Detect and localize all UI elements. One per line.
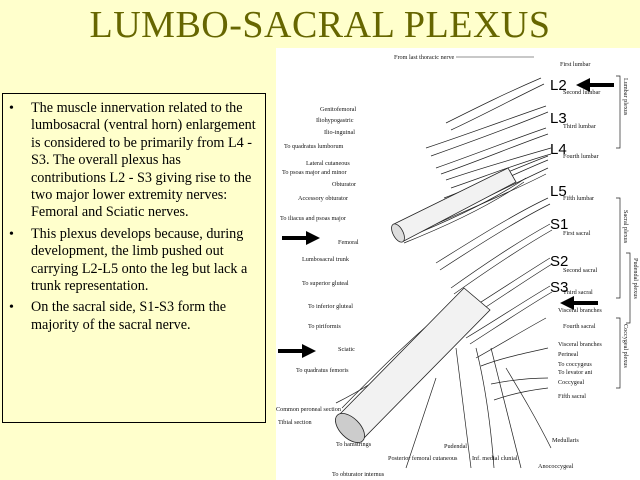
bullet-list: •The muscle innervation related to the l… bbox=[3, 94, 265, 334]
label-coccygeal-plexus: Coccygeal plexus bbox=[622, 324, 629, 368]
label-to-psoas: To psoas major and minor bbox=[282, 169, 347, 176]
slide-title: LUMBO-SACRAL PLEXUS bbox=[89, 4, 551, 46]
label-coccygeal: Coccygeal bbox=[558, 379, 584, 386]
plexus-drawing: From last thoracic nerve First lumbar Se… bbox=[276, 54, 639, 478]
bullet-dot-icon: • bbox=[9, 101, 14, 116]
label-lateral-cutaneous: Lateral cutaneous bbox=[306, 160, 350, 167]
label-lumbosacral-trunk: Lumbosacral trunk bbox=[302, 256, 350, 263]
text-panel: •The muscle innervation related to the l… bbox=[2, 93, 266, 423]
level-S3: S3 bbox=[550, 279, 568, 296]
label-medullary: Medullaris bbox=[552, 437, 579, 444]
bullet-item: •The muscle innervation related to the l… bbox=[9, 100, 256, 221]
label-pudendal-plexus: Pudendal plexus bbox=[632, 258, 639, 299]
label-second-sacral: Second sacral bbox=[563, 267, 597, 274]
label-ilioinguinal: Ilio-inguinal bbox=[324, 129, 355, 136]
pointer-arrows bbox=[278, 78, 614, 358]
arrow-left-icon bbox=[560, 296, 598, 310]
bullet-dot-icon: • bbox=[9, 300, 14, 316]
label-from-last-thoracic: From last thoracic nerve bbox=[394, 54, 455, 61]
label-to-piriformis: To piriformis bbox=[308, 323, 341, 330]
label-to-quadratus-femoris: To quadratus femoris bbox=[296, 367, 349, 374]
label-lumbar-plexus: Lumbar plexus bbox=[622, 78, 629, 116]
label-iliohypogastric: Iliohypogastric bbox=[316, 117, 354, 124]
level-L4: L4 bbox=[550, 141, 567, 158]
label-posterior-femoral-cutaneous: Posterior femoral cutaneous bbox=[388, 455, 458, 462]
label-obturator: Obturator bbox=[332, 181, 356, 188]
label-first-sacral: First sacral bbox=[563, 230, 591, 237]
level-S1: S1 bbox=[550, 216, 568, 233]
label-accessory-obturator: Accessory obturator bbox=[298, 195, 348, 202]
label-pudendal: Pudendal bbox=[444, 443, 467, 450]
label-fifth-lumbar: Fifth lumbar bbox=[563, 195, 594, 202]
label-fifth-sacral: Fifth sacral bbox=[558, 393, 586, 400]
label-inf-medial-clunial: Inf. medial clunial bbox=[472, 455, 518, 462]
label-to-quadratus-lumborum: To quadratus lumborum bbox=[284, 143, 344, 150]
label-third-sacral: Third sacral bbox=[563, 289, 593, 296]
femoral-nerve-trunk bbox=[391, 167, 517, 243]
label-common-peroneal: Common peroneal section bbox=[276, 406, 341, 413]
label-sacral-plexus: Sacral plexus bbox=[622, 210, 629, 244]
spinal-level-labels: L2 L3 L4 L5 S1 S2 S3 bbox=[550, 77, 568, 296]
plexus-brackets bbox=[616, 75, 631, 389]
sciatic-nerve-trunk bbox=[335, 287, 491, 443]
plexus-diagram: From last thoracic nerve First lumbar Se… bbox=[276, 48, 640, 480]
bullet-dot-icon: • bbox=[9, 226, 14, 242]
label-perineal: Perineal bbox=[558, 351, 579, 358]
nerve-labels: From last thoracic nerve First lumbar Se… bbox=[276, 54, 639, 478]
label-third-lumbar: Third lumbar bbox=[563, 123, 596, 130]
label-fourth-sacral: Fourth sacral bbox=[563, 323, 596, 330]
level-L3: L3 bbox=[550, 110, 567, 127]
label-first-lumbar: First lumbar bbox=[560, 61, 590, 68]
bullet-item: •On the sacral side, S1-S3 form the majo… bbox=[9, 299, 227, 333]
label-to-levator-ani: To levator ani bbox=[558, 369, 593, 376]
level-L2: L2 bbox=[550, 77, 567, 94]
label-to-iliacus: To iliacus and psoas major bbox=[280, 215, 346, 222]
label-to-inferior-gluteal: To inferior gluteal bbox=[308, 303, 353, 310]
bullet-item: •This plexus develops because, during de… bbox=[9, 225, 248, 295]
label-fourth-lumbar: Fourth lumbar bbox=[563, 153, 599, 160]
label-to-superior-gluteal: To superior gluteal bbox=[302, 280, 349, 287]
label-visceral-branches-2: Visceral branches bbox=[558, 341, 602, 348]
label-sciatic: Sciatic bbox=[338, 346, 355, 353]
arrow-left-icon bbox=[576, 78, 614, 92]
label-anococcygeal: Anococcygeal bbox=[538, 463, 574, 470]
label-tibial-section: Tibial section bbox=[278, 419, 312, 426]
label-femoral: Femoral bbox=[338, 239, 359, 246]
level-L5: L5 bbox=[550, 183, 567, 200]
label-genitofemoral: Genitofemoral bbox=[320, 106, 356, 113]
label-visceral-branches-1: Visceral branches bbox=[558, 307, 602, 314]
level-S2: S2 bbox=[550, 253, 568, 270]
label-to-coccygeus: To coccygeus bbox=[558, 361, 592, 368]
label-to-obturator-internus: To obturator internus bbox=[332, 471, 385, 478]
label-to-hamstrings: To hamstrings bbox=[336, 441, 372, 448]
label-second-lumbar: Second lumbar bbox=[563, 89, 600, 96]
arrow-right-icon bbox=[282, 231, 320, 245]
arrow-right-icon bbox=[278, 344, 316, 358]
